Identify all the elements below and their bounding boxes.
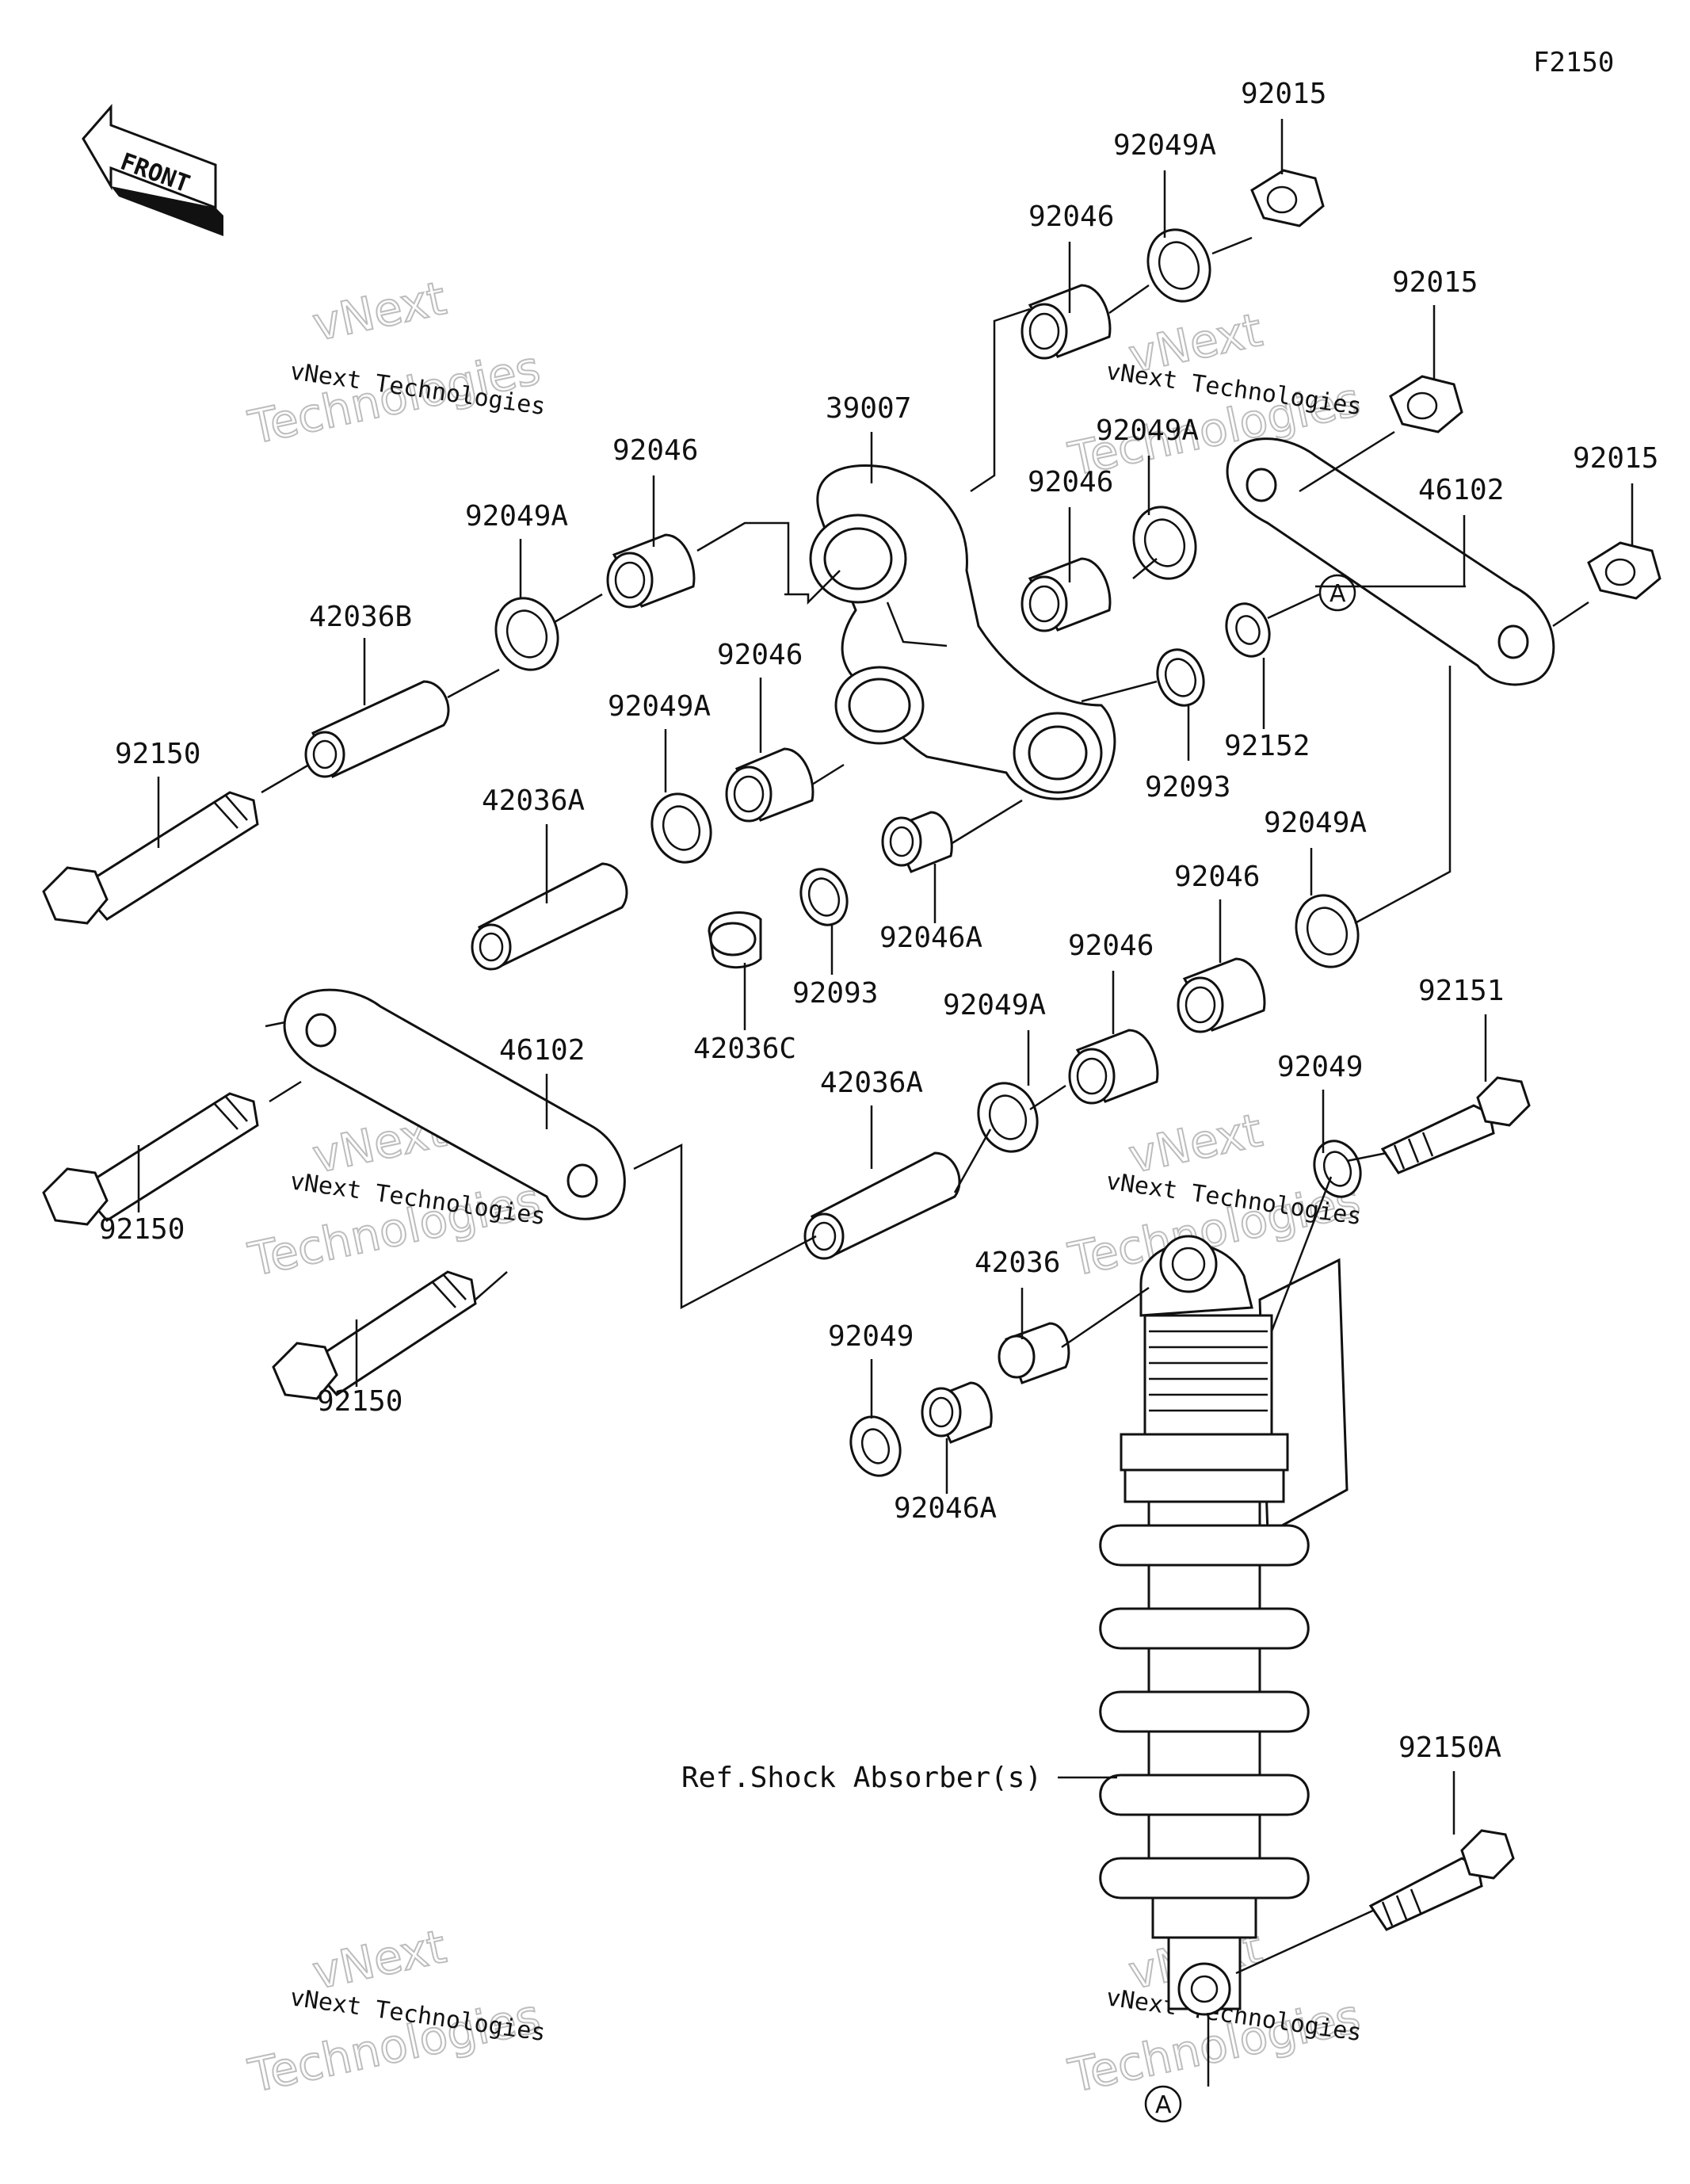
collar-42036A-low bbox=[803, 1151, 961, 1260]
label-92049A-center: 92049A bbox=[608, 690, 711, 723]
label-46102-right: 46102 bbox=[1418, 474, 1504, 506]
leader-lines bbox=[137, 119, 1634, 2087]
collar-42036B bbox=[304, 680, 450, 778]
seal-92049-low bbox=[849, 1415, 902, 1477]
label-92046-top: 92046 bbox=[1028, 200, 1114, 233]
collar-42036 bbox=[998, 1322, 1070, 1384]
label-39007: 39007 bbox=[826, 392, 911, 425]
label-92046A-mid: 92046A bbox=[879, 922, 982, 954]
shock-absorber bbox=[1099, 1235, 1349, 2016]
label-92049A-low: 92049A bbox=[943, 989, 1046, 1021]
label-92046-low: 92046 bbox=[1068, 930, 1154, 962]
label-92015-mid: 92015 bbox=[1392, 266, 1478, 299]
label-92151: 92151 bbox=[1418, 975, 1504, 1007]
bolt-92150-mid bbox=[42, 1092, 259, 1226]
bolt-92151 bbox=[1380, 1076, 1531, 1174]
label-92046A-low: 92046A bbox=[894, 1492, 997, 1525]
svg-text:vNext: vNext bbox=[308, 271, 451, 352]
label-shock-reference: Ref.Shock Absorber(s) bbox=[681, 1762, 1042, 1794]
collar-42036A-left bbox=[471, 862, 628, 971]
link-46102-left bbox=[283, 988, 626, 1220]
label-92049A-mid: 92049A bbox=[1096, 414, 1199, 447]
rocker-arm-39007 bbox=[809, 464, 1116, 800]
watermark-bottom-left: vNext Technologies vNext Technologies bbox=[243, 1919, 547, 2104]
bearing-92046-left bbox=[606, 533, 696, 609]
bearing-92046-center bbox=[725, 747, 814, 823]
label-92015-right: 92015 bbox=[1573, 442, 1658, 475]
svg-text:A: A bbox=[1329, 580, 1346, 608]
label-92049A-left: 92049A bbox=[465, 500, 568, 533]
bearing-92046-lowright bbox=[1177, 957, 1266, 1033]
bearing-92046-low bbox=[1068, 1029, 1159, 1105]
label-92046-left: 92046 bbox=[612, 434, 698, 467]
reference-marker-a-top: A bbox=[1318, 574, 1356, 612]
label-42036A-left: 42036A bbox=[482, 785, 585, 817]
bolt-92150A bbox=[1368, 1829, 1515, 1931]
bearing-92046-top bbox=[1020, 284, 1112, 360]
nut-92015-top bbox=[1250, 169, 1325, 227]
seal-92093-mid bbox=[799, 868, 849, 926]
label-92093-right: 92093 bbox=[1145, 771, 1230, 804]
svg-text:A: A bbox=[1155, 2091, 1172, 2119]
label-92150-top: 92150 bbox=[115, 738, 200, 770]
label-92152: 92152 bbox=[1224, 730, 1310, 762]
seal-92049A-mid bbox=[1132, 506, 1197, 580]
label-42036C: 42036C bbox=[693, 1033, 796, 1065]
collar-42036C bbox=[708, 911, 762, 969]
seal-92049A-left bbox=[494, 597, 559, 671]
label-92093-mid: 92093 bbox=[792, 977, 878, 1010]
label-92015-top: 92015 bbox=[1241, 78, 1326, 110]
label-92049A-top: 92049A bbox=[1113, 129, 1216, 162]
nut-92015-right bbox=[1587, 541, 1661, 600]
watermark-top-left: vNext Technologies vNext Technologies bbox=[243, 270, 547, 456]
nut-92015-mid bbox=[1389, 375, 1463, 433]
bearing-92046A-low bbox=[921, 1381, 993, 1444]
bearing-92046-mid bbox=[1020, 557, 1112, 632]
part-labels: 92015 92049A 92046 92015 92015 39007 920… bbox=[99, 78, 1658, 1794]
bolt-92150-low bbox=[272, 1270, 477, 1400]
label-92046-lowright: 92046 bbox=[1174, 861, 1260, 893]
seal-92049A-center bbox=[650, 792, 712, 864]
label-42036A-low: 42036A bbox=[820, 1067, 923, 1099]
bolt-92150-top bbox=[42, 791, 259, 925]
label-92150A: 92150A bbox=[1398, 1732, 1501, 1764]
reference-marker-a-bottom: A bbox=[1144, 2085, 1182, 2123]
bearing-92046A-mid bbox=[881, 811, 953, 873]
seal-92049A-low bbox=[977, 1082, 1039, 1153]
label-92049-low: 92049 bbox=[828, 1320, 914, 1353]
seal-92093-right bbox=[1156, 648, 1205, 707]
seal-92049A-lowright bbox=[1295, 894, 1360, 968]
front-arrow-icon: FRONT bbox=[82, 104, 223, 236]
seal-92049A-top bbox=[1146, 228, 1211, 303]
washer-92152 bbox=[1225, 602, 1271, 658]
seal-92049-right bbox=[1313, 1140, 1362, 1198]
link-46102-right bbox=[1226, 437, 1555, 686]
label-92150-low: 92150 bbox=[317, 1385, 402, 1418]
label-42036B: 42036B bbox=[309, 601, 412, 633]
label-92046-mid: 92046 bbox=[1028, 466, 1113, 498]
label-92046-center: 92046 bbox=[717, 639, 803, 671]
label-42036: 42036 bbox=[975, 1247, 1060, 1279]
label-92049A-lowright: 92049A bbox=[1264, 807, 1367, 839]
figure-id: F2150 bbox=[1533, 47, 1614, 78]
label-92150-mid: 92150 bbox=[99, 1213, 185, 1246]
label-92049-right: 92049 bbox=[1277, 1051, 1363, 1083]
label-46102-left: 46102 bbox=[499, 1034, 585, 1067]
svg-text:vNext: vNext bbox=[1124, 1103, 1267, 1184]
svg-text:vNext: vNext bbox=[308, 1919, 451, 2000]
